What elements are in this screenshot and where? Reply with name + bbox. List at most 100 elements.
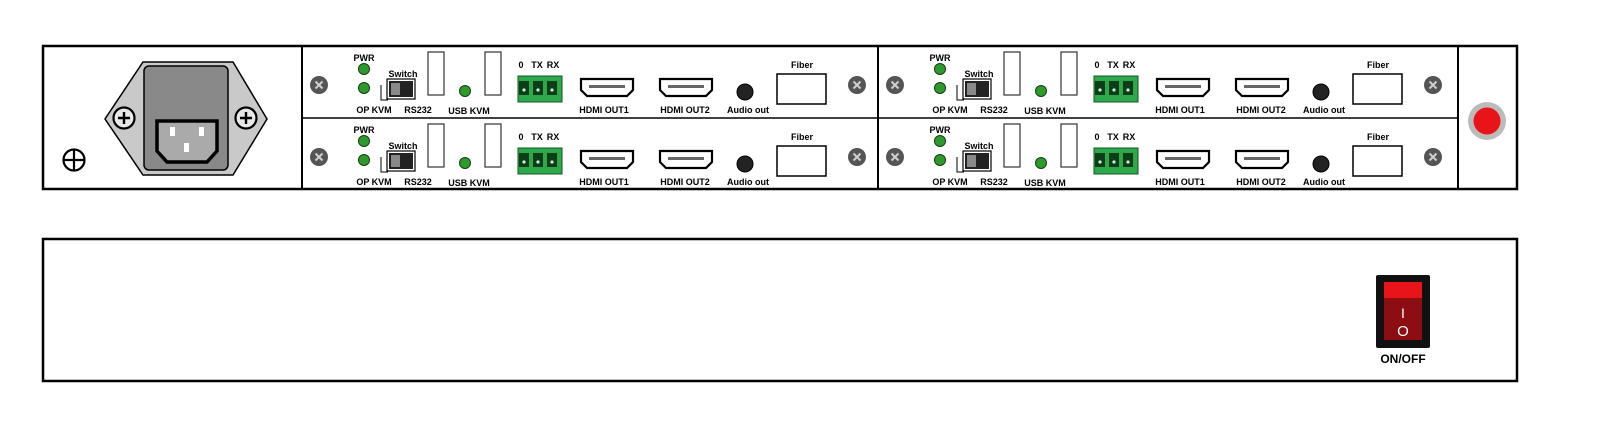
fiber-label: Fiber [791, 60, 814, 70]
usb-kvm-port[interactable] [484, 123, 502, 168]
terminal-pin-label: 0 [518, 60, 523, 70]
pwr-label: PWR [930, 53, 951, 63]
pwr-label: PWR [930, 125, 951, 135]
terminal-block[interactable] [517, 75, 563, 103]
terminal-block[interactable] [1093, 147, 1139, 175]
rocker-on-symbol: I [1401, 305, 1405, 321]
switch-label: Switch [964, 141, 993, 151]
hdmi-out2-label: HDMI OUT2 [660, 105, 710, 115]
audio-out-label: Audio out [727, 105, 769, 115]
slide-switch[interactable] [956, 78, 992, 101]
hdmi-out1-port[interactable] [579, 77, 635, 98]
op-kvm-label: OP KVM [356, 177, 391, 187]
rs232-port[interactable] [427, 51, 445, 96]
module-screw-icon [847, 75, 867, 95]
switch-label: Switch [388, 141, 417, 151]
op-kvm-led [934, 82, 946, 94]
slide-switch[interactable] [956, 150, 992, 173]
hdmi-out1-port[interactable] [1155, 77, 1211, 98]
hdmi-out2-label: HDMI OUT2 [1236, 105, 1286, 115]
audio-out-label: Audio out [727, 177, 769, 187]
audio-out-jack[interactable] [1312, 83, 1330, 101]
slide-switch[interactable] [380, 150, 416, 173]
hdmi-out2-label: HDMI OUT2 [660, 177, 710, 187]
module-screw-icon [885, 75, 905, 95]
usb-kvm-led [459, 85, 471, 97]
op-kvm-label: OP KVM [356, 105, 391, 115]
ac-power-inlet[interactable] [104, 61, 268, 176]
terminal-pin-label: 0 [518, 132, 523, 142]
hdmi-out1-label: HDMI OUT1 [579, 105, 629, 115]
usb-kvm-label: USB KVM [448, 106, 490, 116]
power-rocker-switch[interactable]: I O [1376, 275, 1430, 348]
module-screw-icon [1423, 147, 1443, 167]
slide-switch[interactable] [380, 78, 416, 101]
red-indicator-light [1468, 102, 1506, 140]
fiber-label: Fiber [791, 132, 814, 142]
front-panel [41, 237, 1519, 383]
rs232-port[interactable] [1003, 51, 1021, 96]
terminal-pin-label: 0 [1094, 132, 1099, 142]
audio-out-jack[interactable] [1312, 155, 1330, 173]
terminal-pin-label: TX [531, 60, 543, 70]
rs232-label: RS232 [404, 105, 432, 115]
usb-kvm-label: USB KVM [1024, 178, 1066, 188]
hdmi-out1-port[interactable] [579, 149, 635, 170]
usb-kvm-led [1035, 157, 1047, 169]
rocker-off-symbol: O [1397, 323, 1409, 340]
terminal-pin-label: RX [1123, 60, 1136, 70]
hdmi-out2-port[interactable] [1234, 149, 1290, 170]
pwr-led [358, 135, 370, 147]
rs232-label: RS232 [980, 105, 1008, 115]
usb-kvm-port[interactable] [484, 51, 502, 96]
switch-label: Switch [388, 69, 417, 79]
inlet-screw-left-icon [112, 106, 136, 130]
terminal-pin-label: TX [531, 132, 543, 142]
terminal-pin-label: RX [547, 60, 560, 70]
hdmi-out2-port[interactable] [1234, 77, 1290, 98]
rs232-port[interactable] [427, 123, 445, 168]
hdmi-out2-label: HDMI OUT2 [1236, 177, 1286, 187]
pwr-label: PWR [354, 125, 375, 135]
fiber-port[interactable] [1352, 73, 1403, 105]
pwr-led [358, 63, 370, 75]
audio-out-label: Audio out [1303, 177, 1345, 187]
fiber-label: Fiber [1367, 132, 1390, 142]
switch-label: Switch [964, 69, 993, 79]
terminal-pin-label: RX [547, 132, 560, 142]
usb-kvm-led [1035, 85, 1047, 97]
hdmi-out1-label: HDMI OUT1 [579, 177, 629, 187]
usb-kvm-port[interactable] [1060, 123, 1078, 168]
op-kvm-led [934, 154, 946, 166]
module-screw-icon [309, 75, 329, 95]
module-screw-icon [885, 147, 905, 167]
module-screw-icon [309, 147, 329, 167]
hdmi-out1-port[interactable] [1155, 149, 1211, 170]
fiber-port[interactable] [776, 145, 827, 177]
hdmi-out2-port[interactable] [658, 77, 714, 98]
hdmi-out2-port[interactable] [658, 149, 714, 170]
module-screw-icon [1423, 75, 1443, 95]
fiber-port[interactable] [1352, 145, 1403, 177]
usb-kvm-label: USB KVM [448, 178, 490, 188]
terminal-pin-label: 0 [1094, 60, 1099, 70]
terminal-pin-label: RX [1123, 132, 1136, 142]
terminal-block[interactable] [1093, 75, 1139, 103]
audio-out-jack[interactable] [736, 83, 754, 101]
terminal-block[interactable] [517, 147, 563, 175]
audio-out-jack[interactable] [736, 155, 754, 173]
op-kvm-led [358, 154, 370, 166]
fiber-port[interactable] [776, 73, 827, 105]
pwr-label: PWR [354, 53, 375, 63]
module-screw-icon [847, 147, 867, 167]
usb-kvm-port[interactable] [1060, 51, 1078, 96]
hdmi-out1-label: HDMI OUT1 [1155, 177, 1205, 187]
audio-out-label: Audio out [1303, 105, 1345, 115]
rs232-port[interactable] [1003, 123, 1021, 168]
fiber-label: Fiber [1367, 60, 1390, 70]
power-switch-label: ON/OFF [1380, 352, 1425, 366]
